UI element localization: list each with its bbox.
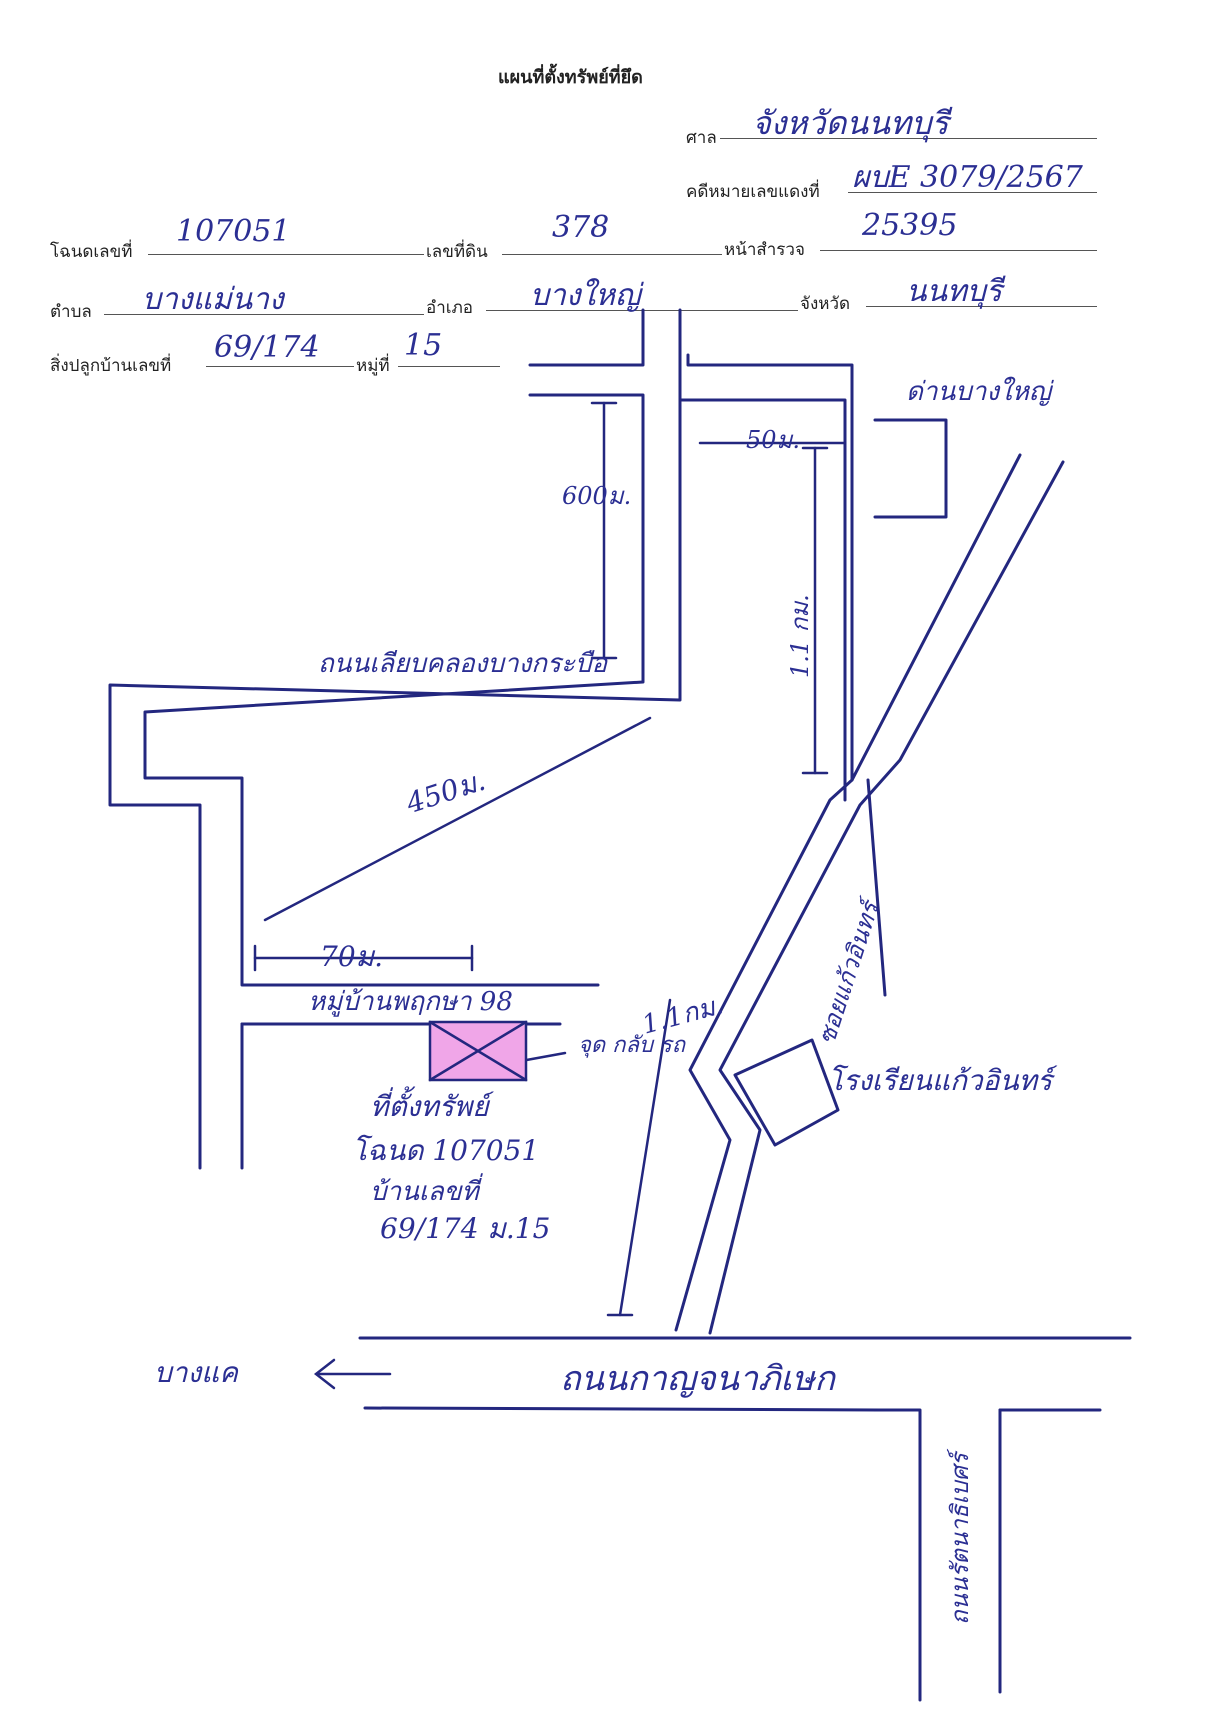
dim-1-1km-right-label: 1.1 กม. bbox=[786, 594, 814, 678]
court-label: ศาล bbox=[686, 128, 717, 148]
province-value: นนทบุรี bbox=[906, 274, 1002, 309]
school-label: โรงเรียนแก้วอินทร์ bbox=[828, 1064, 1058, 1097]
case-value: ผบE 3079/2567 bbox=[852, 160, 1083, 195]
case-label: คดีหมายเลขแดงที่ bbox=[686, 182, 820, 202]
bang-khae-arrow-head bbox=[313, 1358, 336, 1390]
deed-value: 107051 bbox=[176, 214, 291, 249]
rattanathibet-label: ถนนรัตนาธิเบศร์ bbox=[946, 1448, 974, 1625]
moo-line bbox=[398, 366, 500, 367]
house-no-label: สิ่งปลูกบ้านเลขที่ bbox=[50, 356, 172, 376]
turnaround-label: จุด กลับ รถ bbox=[578, 1033, 687, 1058]
subdistrict-line bbox=[104, 314, 424, 315]
top-left-road-edge bbox=[528, 308, 645, 367]
property-label-3: บ้านเลขที่ bbox=[370, 1173, 484, 1207]
canal-road-inner-edge bbox=[143, 393, 645, 987]
moo-label: หมู่ที่ bbox=[356, 356, 390, 376]
case-line bbox=[848, 192, 1097, 193]
land-no-label: เลขที่ดิน bbox=[426, 242, 488, 262]
road-network bbox=[108, 308, 1132, 1702]
survey-page-line bbox=[820, 250, 1097, 251]
property-label-1: ที่ตั้งทรัพย์ bbox=[370, 1086, 495, 1123]
dim-450m-label: 450ม. bbox=[401, 764, 489, 821]
subdistrict-value: บางแม่นาง bbox=[142, 282, 284, 317]
moo-value: 15 bbox=[404, 328, 443, 363]
property-marker bbox=[428, 1020, 528, 1082]
dim-600m-label: 600ม. bbox=[562, 482, 631, 510]
page-title: แผนที่ตั้งทรัพย์ที่ยึด bbox=[498, 67, 643, 88]
property-label-4: 69/174 ม.15 bbox=[380, 1212, 550, 1245]
dim-1-1km-left-line bbox=[618, 998, 672, 1317]
survey-page-value: 25395 bbox=[862, 208, 958, 243]
district-label: อำเภอ bbox=[426, 298, 473, 318]
expressway-left-edge bbox=[674, 453, 1022, 1332]
province-line bbox=[866, 306, 1097, 307]
toll-gate-label: ด่านบางใหญ่ bbox=[906, 376, 1054, 407]
land-no-value: 378 bbox=[552, 210, 610, 245]
canal-road-label: ถนนเลียบคลองบางกระบือ bbox=[318, 649, 608, 679]
property-cross-b bbox=[428, 1020, 528, 1082]
court-line bbox=[720, 138, 1097, 139]
expressway-branch bbox=[866, 778, 887, 997]
canal-road-outer-edge bbox=[108, 308, 682, 1170]
property-label-2: โฉนด 107051 bbox=[352, 1134, 539, 1167]
toll-gate-box bbox=[873, 418, 948, 519]
survey-page-label: หน้าสำรวจ bbox=[724, 240, 805, 260]
deed-line bbox=[148, 254, 424, 255]
bang-khae-label: บางแค bbox=[154, 1356, 239, 1389]
main-road-lower-edge bbox=[363, 1406, 880, 1412]
dim-50m-label: 50ม. bbox=[746, 426, 800, 454]
village-label: หมู่บ้านพฤกษา 98 bbox=[308, 987, 513, 1017]
toll-road-edge bbox=[686, 353, 854, 782]
dim-70m-label: 70ม. bbox=[320, 940, 383, 973]
house-no-value: 69/174 bbox=[214, 330, 320, 365]
school-building bbox=[733, 1038, 840, 1147]
court-value: จังหวัดนนทบุรี bbox=[752, 104, 949, 142]
main-road-label: ถนนกาญจนาภิเษก bbox=[560, 1359, 836, 1399]
expressway-right-edge bbox=[708, 460, 1065, 1335]
toll-road-left-edge bbox=[678, 398, 847, 802]
dim-450m-line bbox=[263, 716, 652, 922]
province-label: จังหวัด bbox=[800, 294, 851, 314]
soi-label: ซอยแก้วอินทร์ bbox=[812, 894, 886, 1048]
district-value: บางใหญ่ bbox=[530, 278, 641, 313]
rattanathibet-left-edge bbox=[876, 1408, 922, 1702]
subdistrict-label: ตำบล bbox=[50, 302, 92, 322]
house-no-line bbox=[206, 366, 354, 367]
deed-label: โฉนดเลขที่ bbox=[50, 242, 133, 262]
land-no-line bbox=[502, 254, 722, 255]
